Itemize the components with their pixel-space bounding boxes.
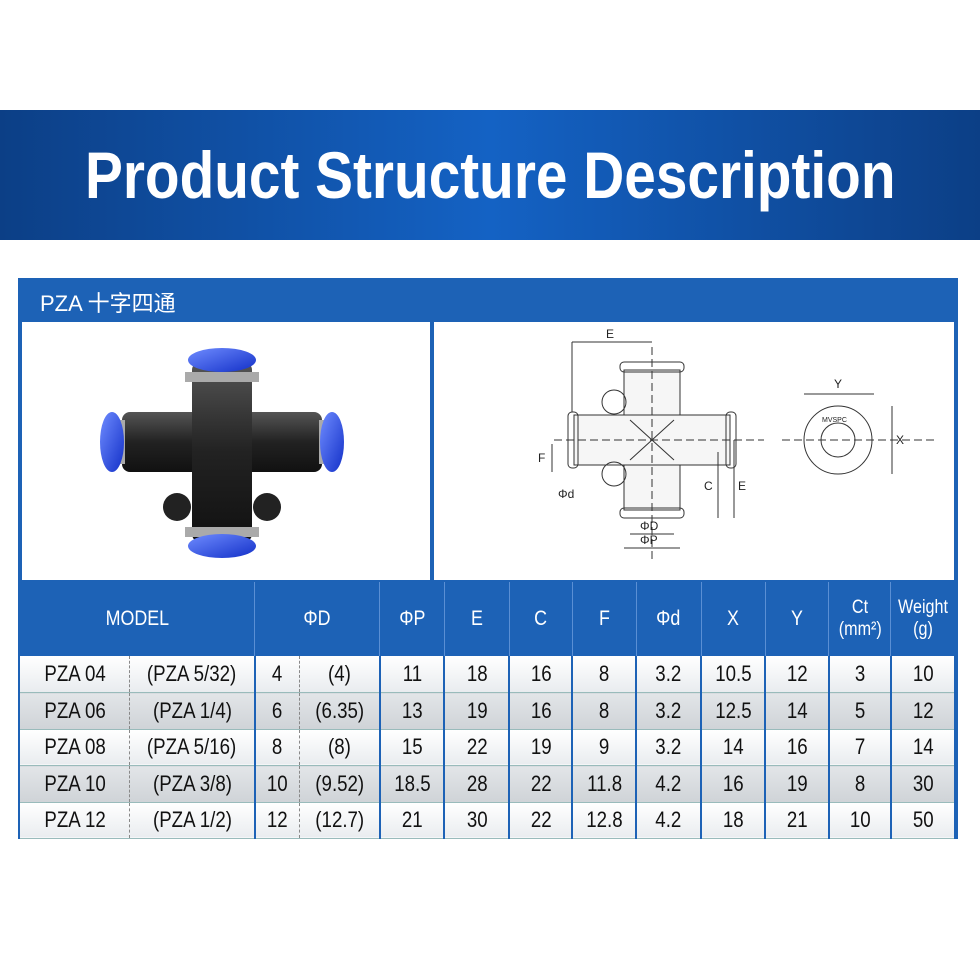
table-cell: 8 xyxy=(828,765,892,803)
table-cell: 12.8 xyxy=(572,802,638,839)
table-cell: 19 xyxy=(444,692,511,730)
spec-table: MODEL ΦD ΦP E C F Φd X Y Ct (mm²) Weight… xyxy=(20,582,957,839)
table-cell: 16 xyxy=(509,692,574,730)
table-cell: 22 xyxy=(509,765,574,803)
table-cell: 4.2 xyxy=(636,802,703,839)
col-outer-d: ΦD xyxy=(254,582,381,656)
brand-mark: MVSPC xyxy=(822,417,847,424)
table-cell: 30 xyxy=(890,765,957,803)
table-cell: (PZA 3/8) xyxy=(129,765,256,803)
table-cell: (9.52) xyxy=(299,765,381,803)
table-cell: 3.2 xyxy=(636,729,703,766)
col-p: ΦP xyxy=(379,582,445,656)
table-cell: 10 xyxy=(890,656,957,693)
table-cell: (PZA 5/16) xyxy=(129,729,256,766)
table-cell: 12 xyxy=(254,802,301,839)
table-cell: 14 xyxy=(701,729,767,766)
table-cell: 5 xyxy=(828,692,892,730)
table-cell: PZA 06 xyxy=(20,692,131,730)
table-cell: 7 xyxy=(828,729,892,766)
dim-label-p: ΦP xyxy=(640,533,658,547)
table-cell: 8 xyxy=(572,656,638,693)
table-cell: PZA 12 xyxy=(20,802,131,839)
table-cell: (4) xyxy=(299,656,381,693)
table-cell: 30 xyxy=(444,802,511,839)
col-y: Y xyxy=(765,582,830,656)
table-cell: 14 xyxy=(765,692,830,730)
product-photo xyxy=(22,322,430,580)
table-cell: 10 xyxy=(254,765,301,803)
col-ct: Ct (mm²) xyxy=(828,582,892,656)
table-cell: 18 xyxy=(444,656,511,693)
table-cell: 16 xyxy=(701,765,767,803)
dim-label-f: F xyxy=(538,451,545,465)
table-cell: 15 xyxy=(379,729,446,766)
table-cell: 11 xyxy=(379,656,446,693)
table-cell: (PZA 1/4) xyxy=(129,692,256,730)
col-weight: Weight (g) xyxy=(890,582,955,656)
table-cell: 8 xyxy=(572,692,638,730)
table-cell: 12 xyxy=(890,692,957,730)
col-d: Φd xyxy=(636,582,702,656)
table-cell: 4 xyxy=(254,656,301,693)
table-cell: 16 xyxy=(509,656,574,693)
table-cell: (PZA 5/32) xyxy=(129,656,256,693)
table-cell: 4.2 xyxy=(636,765,703,803)
table-cell: PZA 08 xyxy=(20,729,131,766)
col-model: MODEL xyxy=(20,582,256,656)
table-cell: 21 xyxy=(765,802,830,839)
table-cell: 50 xyxy=(890,802,957,839)
dim-label-x: X xyxy=(896,433,904,447)
page-title: Product Structure Description xyxy=(84,138,896,212)
dim-label-e2: E xyxy=(738,479,746,493)
table-cell: 10 xyxy=(828,802,892,839)
table-cell: (6.35) xyxy=(299,692,381,730)
table-cell: (12.7) xyxy=(299,802,381,839)
title-banner: Product Structure Description xyxy=(0,110,980,240)
table-cell: 9 xyxy=(572,729,638,766)
table-cell: 8 xyxy=(254,729,301,766)
table-cell: 12 xyxy=(765,656,830,693)
table-cell: 14 xyxy=(890,729,957,766)
dim-label-y: Y xyxy=(834,377,842,391)
dim-label-e: E xyxy=(606,327,614,341)
dim-label-d: ΦD xyxy=(640,519,659,533)
table-cell: 10.5 xyxy=(701,656,767,693)
table-cell: 12.5 xyxy=(701,692,767,730)
table-cell: PZA 10 xyxy=(20,765,131,803)
table-cell: 21 xyxy=(379,802,446,839)
table-cell: (PZA 1/2) xyxy=(129,802,256,839)
table-cell: 13 xyxy=(379,692,446,730)
product-panel: PZA 十字四通 E Y X F C E Φd ΦD xyxy=(18,278,958,839)
table-cell: (8) xyxy=(299,729,381,766)
dimension-drawing: E Y X F C E Φd ΦD ΦP MVSPC xyxy=(434,322,954,580)
dim-label-c: C xyxy=(704,479,713,493)
table-cell: 6 xyxy=(254,692,301,730)
table-cell: 16 xyxy=(765,729,830,766)
dim-label-d-small: Φd xyxy=(558,487,574,501)
table-cell: 19 xyxy=(765,765,830,803)
col-f: F xyxy=(572,582,637,656)
col-e: E xyxy=(444,582,510,656)
table-cell: 18.5 xyxy=(379,765,446,803)
table-cell: 3.2 xyxy=(636,656,703,693)
table-cell: 3.2 xyxy=(636,692,703,730)
table-cell: PZA 04 xyxy=(20,656,131,693)
col-x: X xyxy=(701,582,766,656)
col-c: C xyxy=(509,582,573,656)
table-cell: 3 xyxy=(828,656,892,693)
table-cell: 18 xyxy=(701,802,767,839)
table-cell: 11.8 xyxy=(572,765,638,803)
table-cell: 22 xyxy=(509,802,574,839)
table-header: MODEL ΦD ΦP E C F Φd X Y Ct (mm²) Weight… xyxy=(20,582,955,656)
table-cell: 28 xyxy=(444,765,511,803)
table-cell: 19 xyxy=(509,729,574,766)
panel-title: PZA 十字四通 xyxy=(40,291,176,316)
table-cell: 22 xyxy=(444,729,511,766)
